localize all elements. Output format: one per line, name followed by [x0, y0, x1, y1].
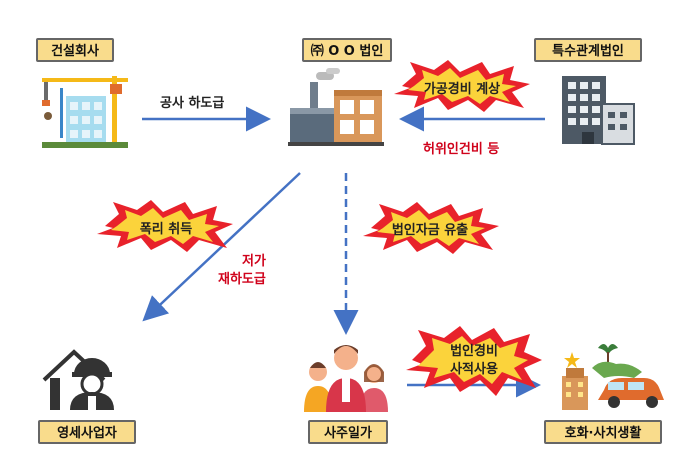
- node-luxury: 호화·사치생활: [544, 420, 662, 444]
- office-building-icon: [562, 76, 635, 145]
- construction-crane-icon: [42, 76, 128, 148]
- edge-label-low-price-2: 재하도급: [218, 272, 266, 287]
- burst-outflow: [363, 202, 499, 254]
- edge-label-low-price-1: 저가: [242, 254, 266, 269]
- edge-label-private-2: 사적사용: [450, 362, 498, 377]
- burst-profit: [97, 200, 233, 252]
- factory-icon: [288, 68, 384, 146]
- node-corporation: ㈜ O O 법인: [302, 38, 392, 62]
- family-icon: [304, 345, 388, 412]
- node-construction: 건설회사: [36, 38, 114, 62]
- edge-label-fake-cost: 가공경비 계상: [423, 82, 501, 97]
- node-small-business: 영세사업자: [38, 420, 136, 444]
- edge-label-outflow: 법인자금 유출: [391, 223, 469, 238]
- burst-fake-cost: [394, 60, 530, 112]
- worker-house-icon: [42, 349, 114, 410]
- node-special: 특수관계법인: [534, 38, 642, 62]
- node-owner-family: 사주일가: [308, 420, 388, 444]
- edge-label-subcontract: 공사 하도급: [160, 96, 225, 111]
- luxury-lifestyle-icon: [562, 344, 664, 410]
- edge-label-private-1: 법인경비: [450, 344, 498, 359]
- edge-label-fake-labor: 허위인건비 등: [423, 142, 500, 157]
- burst-private: [406, 326, 542, 396]
- edge-label-profit: 폭리 취득: [139, 222, 193, 237]
